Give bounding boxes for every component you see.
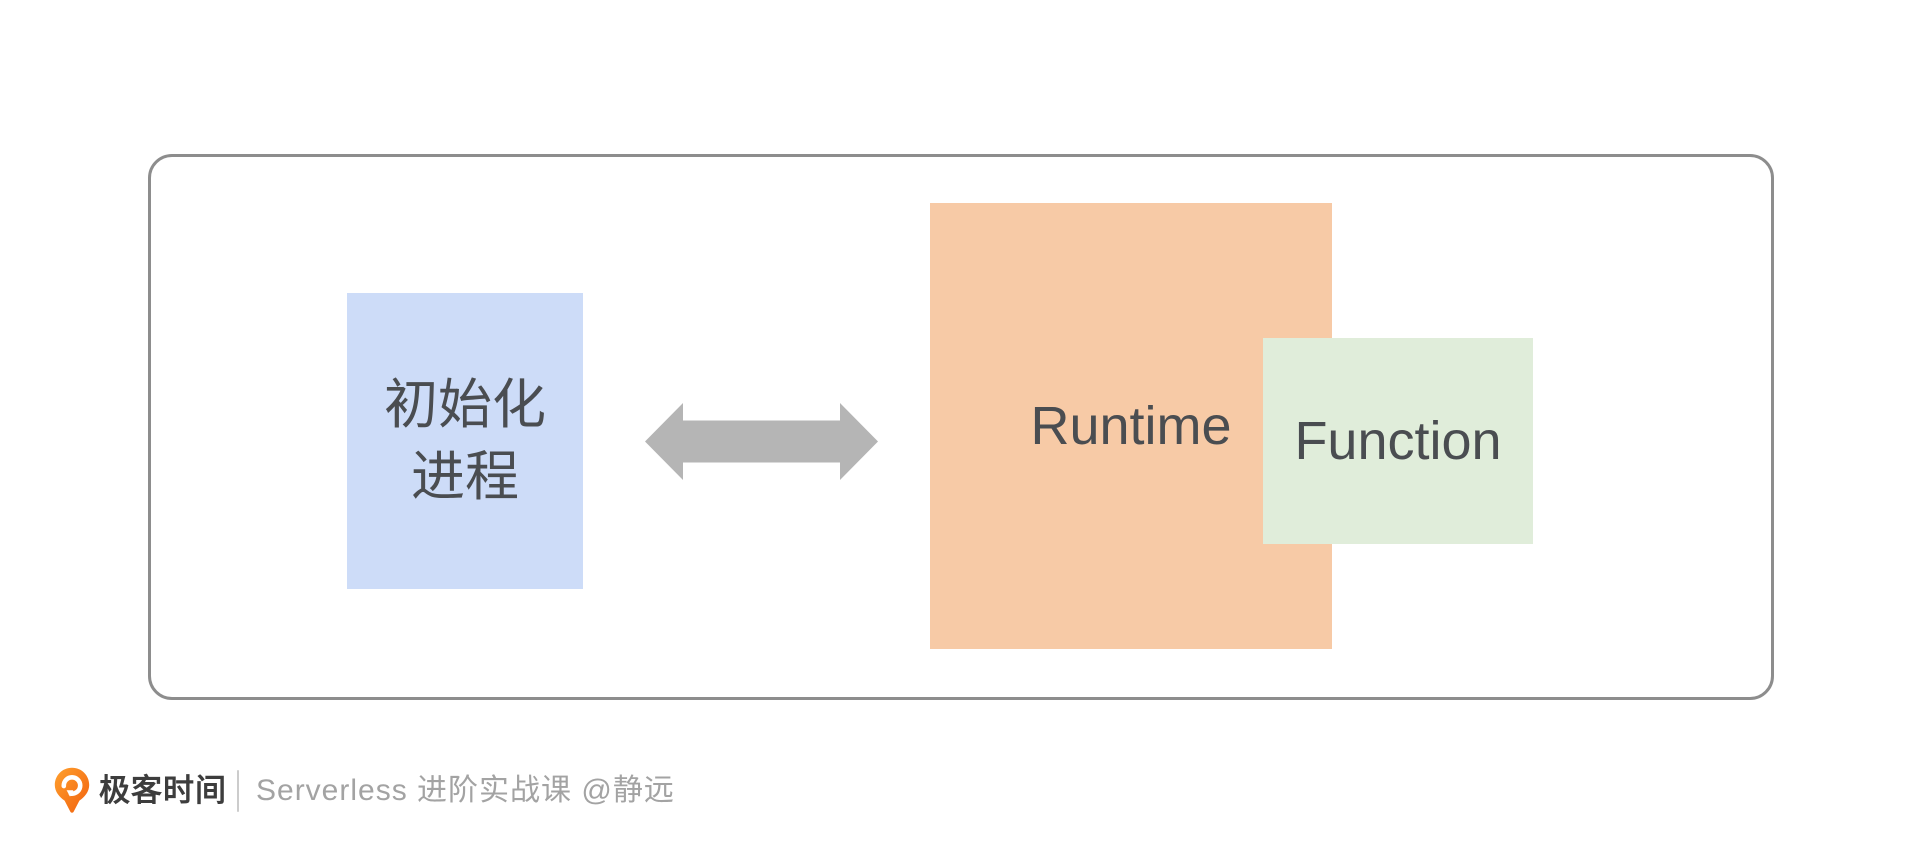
function-box: Function (1263, 338, 1533, 544)
course-caption: Serverless 进阶实战课 @静远 (256, 774, 675, 807)
brand-name: 极客时间 (99, 773, 227, 808)
geektime-logo-icon (54, 767, 90, 813)
footer-divider (237, 770, 239, 812)
init-process-label-line1: 初始化 (384, 375, 546, 435)
runtime-label: Runtime (1030, 396, 1232, 456)
bidirectional-arrow-icon (645, 403, 878, 480)
function-label: Function (1294, 411, 1502, 471)
init-process-box: 初始化 进程 (347, 293, 583, 589)
footer: 极客时间 Serverless 进阶实战课 @静远 (54, 765, 675, 817)
init-process-label-line2: 进程 (411, 447, 519, 507)
